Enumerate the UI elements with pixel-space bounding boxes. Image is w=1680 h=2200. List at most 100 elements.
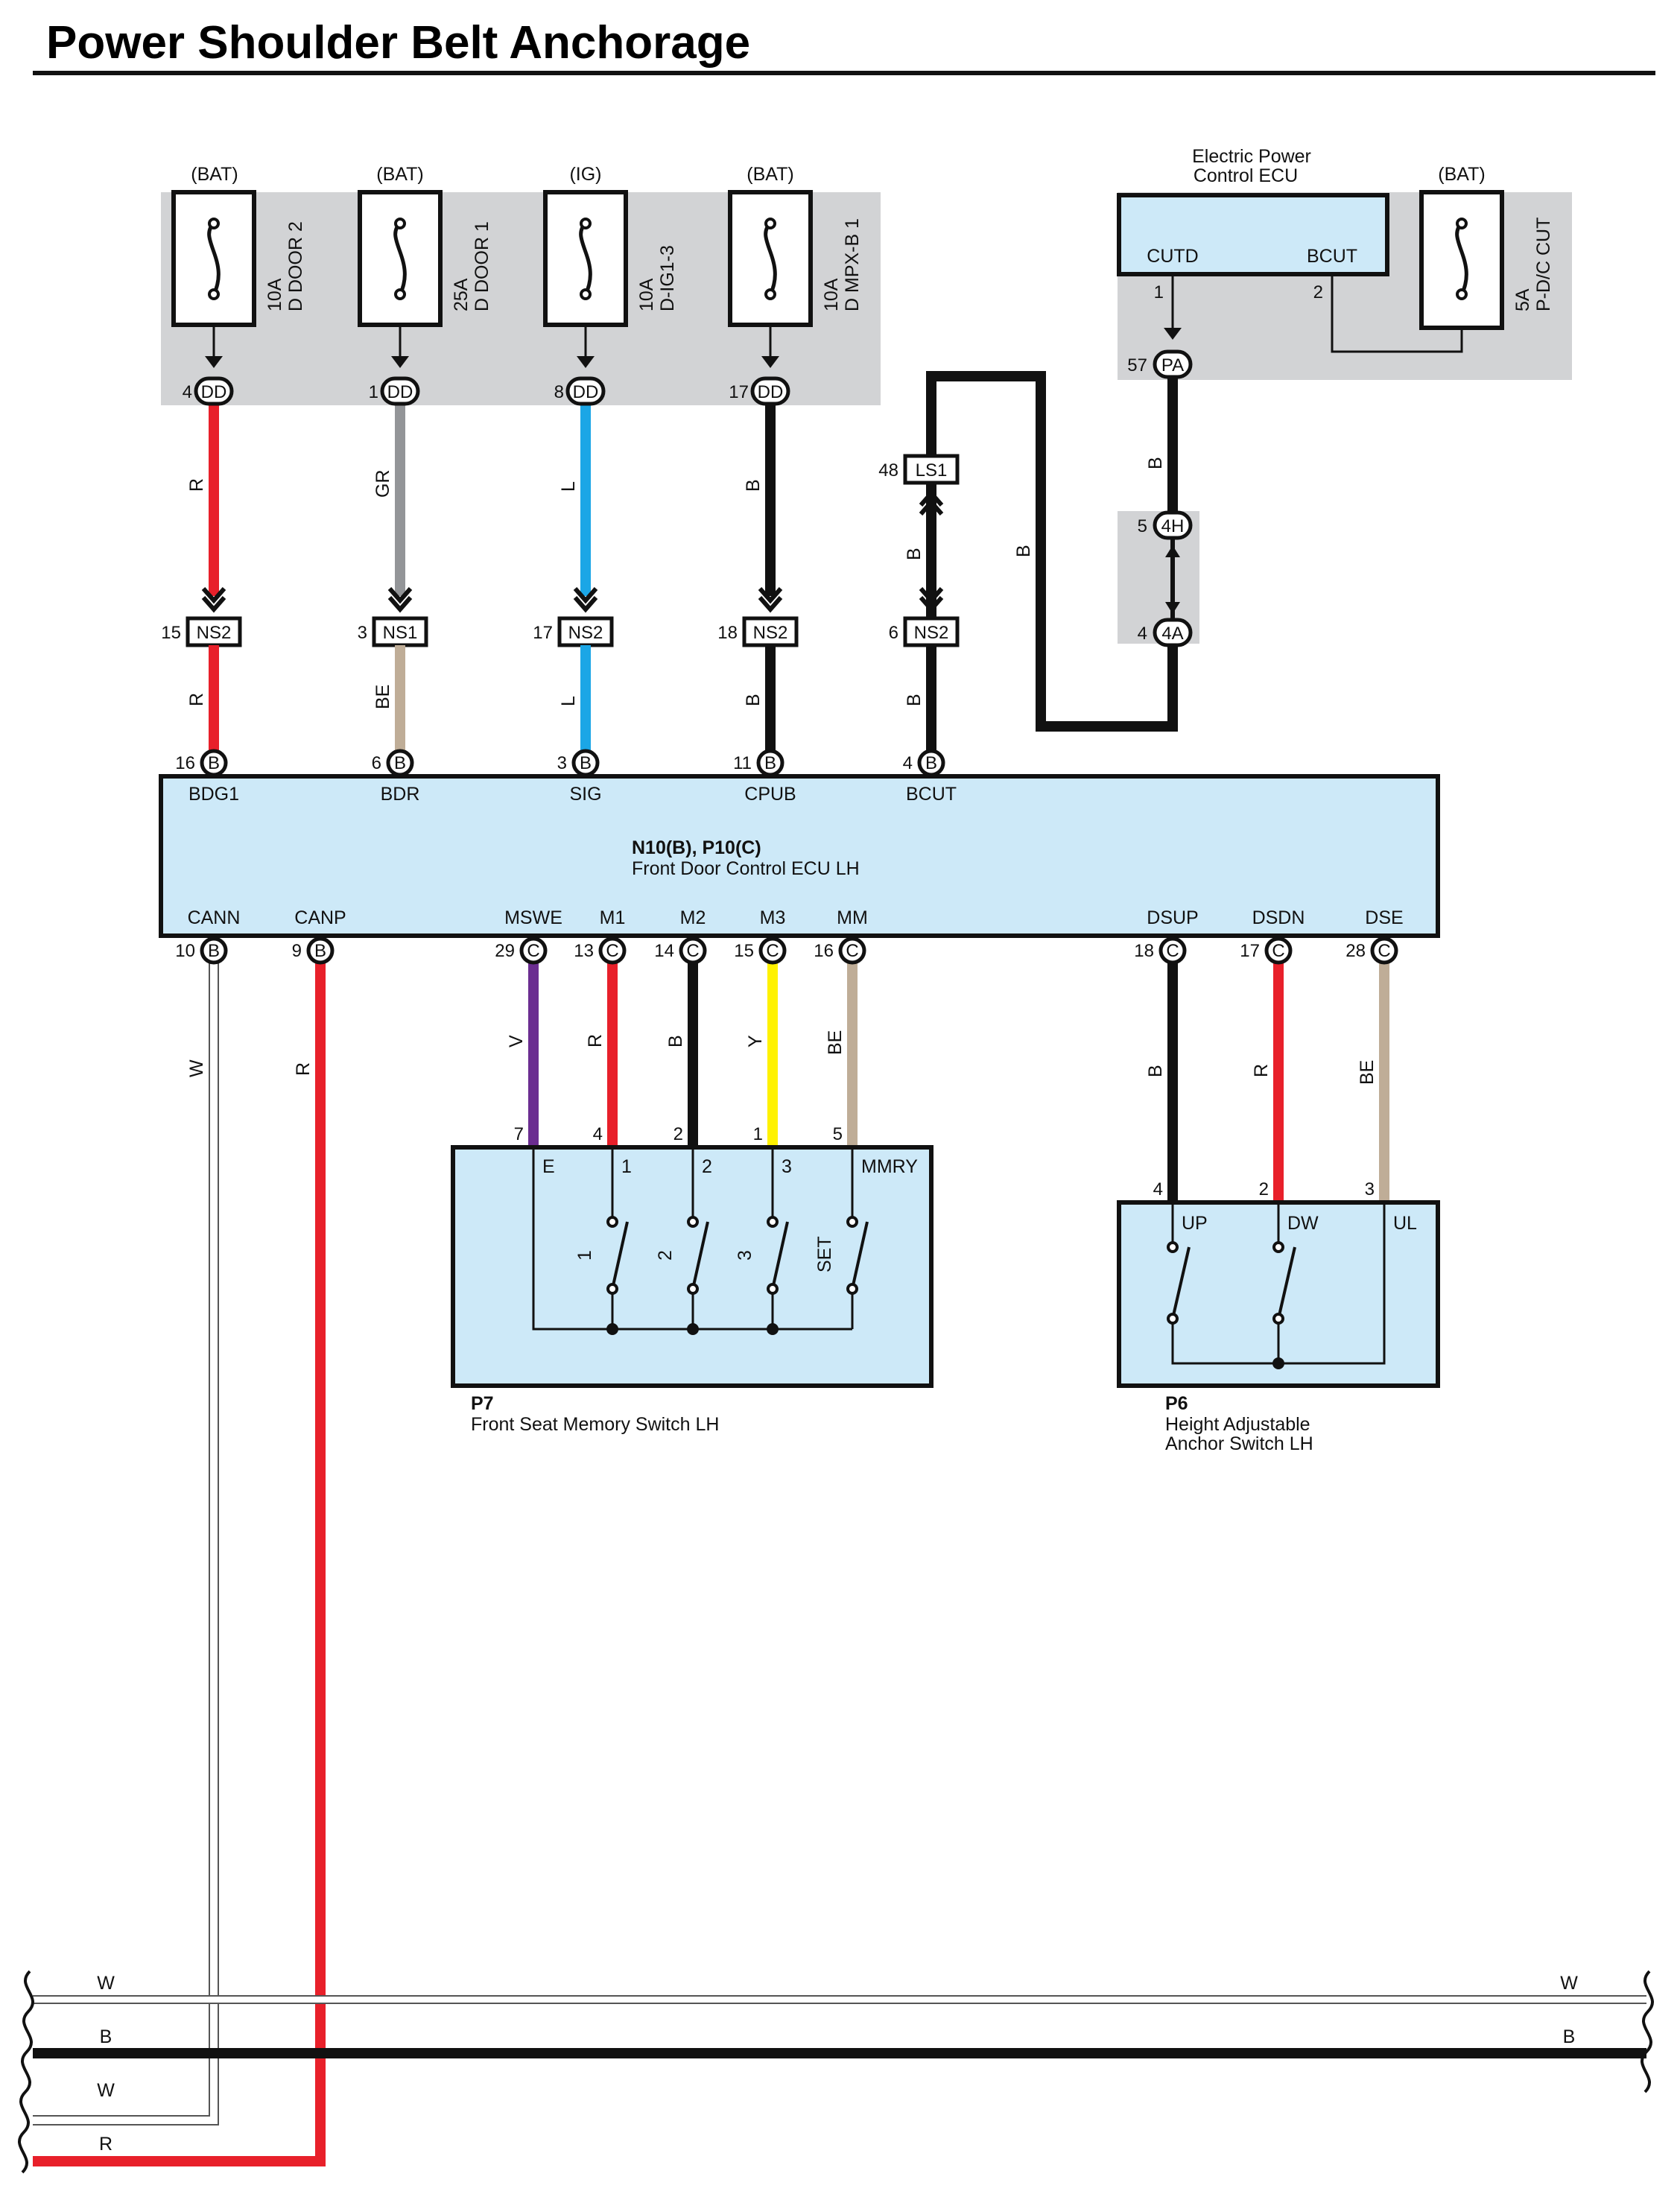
bot-3-pin: 29 [495,941,515,961]
dd-terminal-2 [380,376,420,406]
main-ecu-name: Front Door Control ECU LH [632,858,860,879]
fuse-2-element-icon [393,222,407,296]
top-3-conn: B [580,753,592,773]
bot-5-name: M2 [680,907,706,928]
fuse-1-element-icon [207,222,221,296]
p6-name-line1: Height Adjustable [1165,1414,1310,1435]
cann-wire [33,961,219,2125]
epc-ecu-cutd-pin: 1 [1154,282,1164,302]
ns-connectors [186,616,960,647]
p7-switch-label-1: 1 [574,1250,595,1261]
bot-4-conn: C [606,941,618,961]
fuse-5-box [1419,190,1504,330]
fuse-3-box [543,190,628,327]
p6-term-up: UP [1182,1213,1208,1234]
lower-wire-5-label: B [904,694,925,706]
epc-ecu-bcut-pin: 2 [1313,282,1323,302]
fuse-1-rating: 10A [264,278,285,311]
bot-4-pin: 13 [574,941,594,961]
fuse-4: (BAT) 10A D MPX-B 1 [728,164,863,327]
switch-wires [528,961,1389,1202]
bot-3-name: MSWE [504,907,562,928]
lower-wire-4-label: B [743,694,764,706]
fuse-5-rating: 5A [1512,288,1533,311]
fuse-1-name: D DOOR 2 [285,221,306,311]
p7-code: P7 [471,1393,494,1414]
p6-pin-2: 2 [1259,1179,1269,1199]
bot-9-wire-label: R [1251,1064,1272,1077]
dd-4-conn: DD [758,382,784,402]
upper-wire-4-label: B [743,479,764,492]
top-2-pin: 6 [372,753,381,773]
bot-10-conn: C [1378,941,1390,961]
bot-10-pin: 28 [1345,941,1366,961]
fuse-5-supply: (BAT) [1438,164,1485,185]
front-door-control-ecu [159,774,1440,938]
bot-8-wire-label: B [1145,1065,1166,1077]
bot-terminal-4 [598,936,627,965]
fuse-4-box [728,190,813,327]
fuse-1-box [171,190,256,327]
main-ecu-bottom-terminals [200,936,1398,965]
bot-5-wire-label: B [665,1035,686,1047]
fuse-1: (BAT) 10A D DOOR 2 [171,164,306,327]
upper-wire-2-label: GR [373,470,393,498]
bot-6-conn: C [766,941,779,961]
bot-terminal-2 [306,936,335,965]
main-ecu-connectors: N10(B), P10(C) [632,837,761,858]
4a-terminal [1153,618,1193,647]
ns-connector-2 [372,616,428,647]
bus-right-label-2: B [1563,2026,1576,2047]
ns-1-pin: 15 [161,623,181,643]
p7-pin-4: 1 [753,1124,763,1144]
top-terminal-5 [917,749,945,777]
4a-name: 4A [1161,624,1183,644]
lower-wire-3-label: L [558,696,579,706]
dd-1-pin: 4 [183,382,192,402]
top-5-pin: 4 [903,753,913,773]
bus-left-label-3: W [97,2080,115,2101]
dd-1-conn: DD [201,382,227,402]
fuse-5: (BAT) 5A P-D/C CUT [1419,164,1554,330]
lower-wire-1-label: R [186,693,207,706]
bot-terminal-3 [519,936,548,965]
p6-code: P6 [1165,1393,1188,1414]
fuse-3-supply: (IG) [569,164,601,185]
page-title: Power Shoulder Belt Anchorage [46,17,750,69]
top-terminal-3 [571,749,600,777]
dd-3-pin: 8 [554,382,564,402]
bot-5-conn: C [686,941,699,961]
ns-5-pin: 6 [889,623,898,643]
ns-3-pin: 17 [533,623,553,643]
ns-4-name: NS2 [753,623,788,643]
main-ecu-top-terminals [200,749,945,777]
pa-4h-wire-label: B [1145,457,1166,469]
top-5-conn: B [925,753,937,773]
bus-right-label-1: W [1560,1973,1578,1994]
top-1-conn: B [208,753,220,773]
ns-1-name: NS2 [197,623,232,643]
fuse-3-rating: 10A [636,278,657,311]
bot-6-name: M3 [760,907,786,928]
4h-pin: 5 [1138,516,1147,536]
top-5-name: BCUT [906,784,957,805]
bot-8-pin: 18 [1134,941,1154,961]
bus-left-label-1: W [97,1973,115,1994]
fuse-4-rating: 10A [821,278,842,311]
4h-arrow-icon [1165,545,1180,557]
bot-9-name: DSDN [1252,907,1305,928]
epc-ecu-title-line1: Electric Power [1192,146,1311,167]
ls1-name: LS1 [916,460,948,481]
p7-switch-contacts [606,1216,869,1295]
fuse-5-element-icon [1455,222,1468,296]
bot-1-pin: 10 [175,941,195,961]
dd-terminals [194,376,790,406]
bot-8-conn: C [1166,941,1179,961]
bot-terminal-1 [200,936,228,965]
bot-terminal-10 [1370,936,1398,965]
bot-7-pin: 16 [814,941,834,961]
ns-5-name: NS2 [914,623,949,643]
lower-wire-segments [209,645,936,752]
fuse-arrow-icons [205,356,779,368]
p6-term-dw: DW [1287,1213,1319,1234]
